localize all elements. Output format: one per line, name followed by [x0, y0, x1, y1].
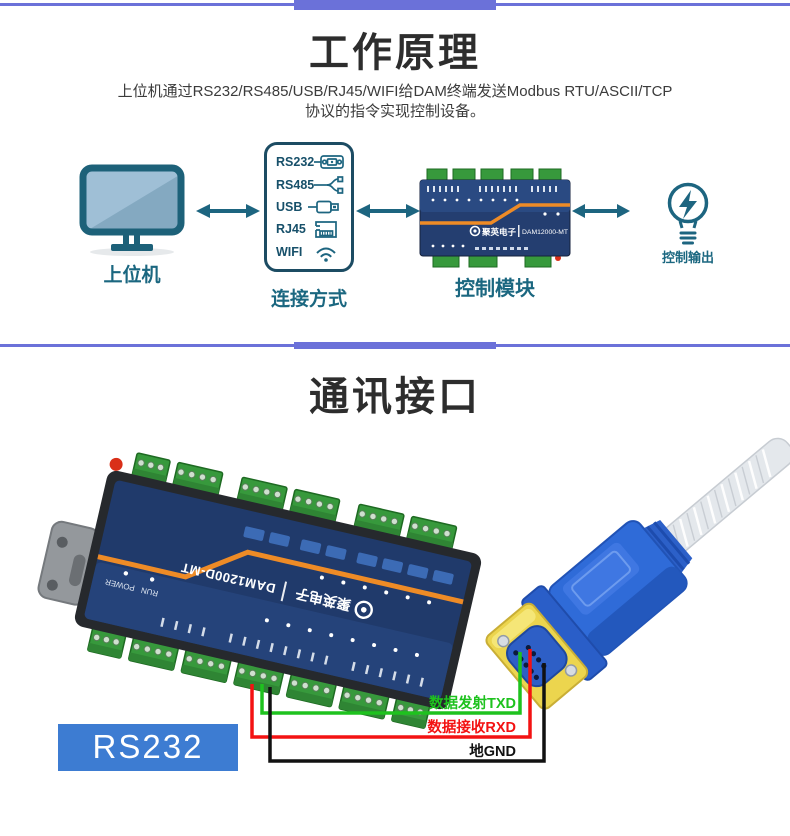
communication-interface-figure: 聚英电子 DAM1200D-MT RUN POWER: [37, 437, 790, 771]
control-output-label: 控制输出: [661, 250, 714, 265]
wire-rxd: [250, 649, 532, 739]
double-arrow-icon: [572, 204, 630, 218]
wire-label-rxd: 数据接收RXD: [427, 718, 516, 736]
db9-serial-icon: [314, 155, 345, 170]
orange-stripe: [97, 549, 464, 605]
faceplate-screw: [564, 664, 578, 677]
description-line-1: 上位机通过RS232/RS485/USB/RJ45/WIFI给DAM终端发送Mo…: [117, 83, 673, 100]
double-arrow-icon: [356, 204, 420, 218]
lightbulb-icon: [667, 182, 709, 245]
device-led-run-label: RUN: [140, 585, 159, 598]
faceplate-screw: [497, 634, 510, 648]
wire-label-txd: 数据发射TXD: [429, 694, 516, 712]
host-label: 上位机: [103, 265, 161, 286]
double-arrow-icon: [196, 204, 260, 218]
module-terminals: [426, 168, 562, 268]
device-label-patches: [243, 526, 454, 585]
rs232-label-box: RS232: [58, 724, 238, 771]
connection-row-rs485: RS485: [276, 175, 344, 195]
rs232-label: RS232: [93, 728, 204, 765]
module-model: DAM12000-MT: [522, 229, 568, 236]
connection-row-rj45: RJ45: [276, 219, 342, 239]
connection-row-usb: USB: [276, 197, 342, 217]
module-brand: 聚英电子: [481, 227, 517, 237]
module-led-dots: [431, 198, 560, 248]
connection-methods-label: 连接方式: [270, 289, 347, 310]
top-divider-bar: [294, 0, 496, 10]
connection-label-wifi: WIFI: [276, 244, 303, 259]
connection-methods-box: RS232 RS485: [264, 142, 354, 272]
connection-label-rs485: RS485: [276, 177, 315, 192]
device-photo: 聚英电子 DAM1200D-MT RUN POWER: [37, 452, 482, 730]
wire-labels: 数据发射TXD 数据接收RXD 地GND: [427, 694, 516, 760]
wifi-icon: [316, 247, 336, 262]
mid-divider-bar: [294, 342, 496, 349]
connection-row-wifi: WIFI: [276, 242, 342, 262]
split-cable-icon: [314, 175, 344, 194]
control-module-image: 聚英电子 DAM12000-MT: [419, 168, 571, 268]
module-tick-marks: [427, 186, 557, 192]
section1-title: 工作原理: [309, 31, 481, 75]
working-principle-diagram: 上位机 RS232 RS485: [0, 140, 790, 310]
device-led-dots: [123, 571, 432, 657]
device-tick-marks: [160, 617, 424, 687]
connection-row-rs232: RS232: [276, 152, 345, 172]
antenna-button: [109, 457, 123, 471]
ethernet-port-icon: [315, 221, 337, 239]
usb-plug-icon: [308, 200, 339, 214]
monitor-icon: [79, 164, 185, 256]
module-branding: 聚英电子 DAM12000-MT: [469, 225, 568, 237]
wire-label-gnd: 地GND: [469, 742, 516, 760]
serial-connector-photo: [485, 437, 790, 710]
wiring: [250, 649, 546, 763]
description-line-2: 协议的指令实现控制设备。: [304, 103, 485, 120]
wire-gnd: [268, 663, 546, 763]
wire-txd: [260, 652, 522, 715]
section2-title: 通讯接口: [309, 375, 481, 419]
control-module-label: 控制模块: [455, 278, 535, 300]
connection-label-rs232: RS232: [276, 155, 315, 170]
dsub-pins: [513, 644, 547, 680]
connection-label-usb: USB: [276, 199, 303, 214]
connection-label-rj45: RJ45: [276, 222, 306, 237]
section1-description: 上位机通过RS232/RS485/USB/RJ45/WIFI给DAM终端发送Mo…: [0, 82, 790, 122]
lightning-bolt-icon: [679, 190, 697, 219]
module-bottom-dashes: [475, 247, 528, 250]
